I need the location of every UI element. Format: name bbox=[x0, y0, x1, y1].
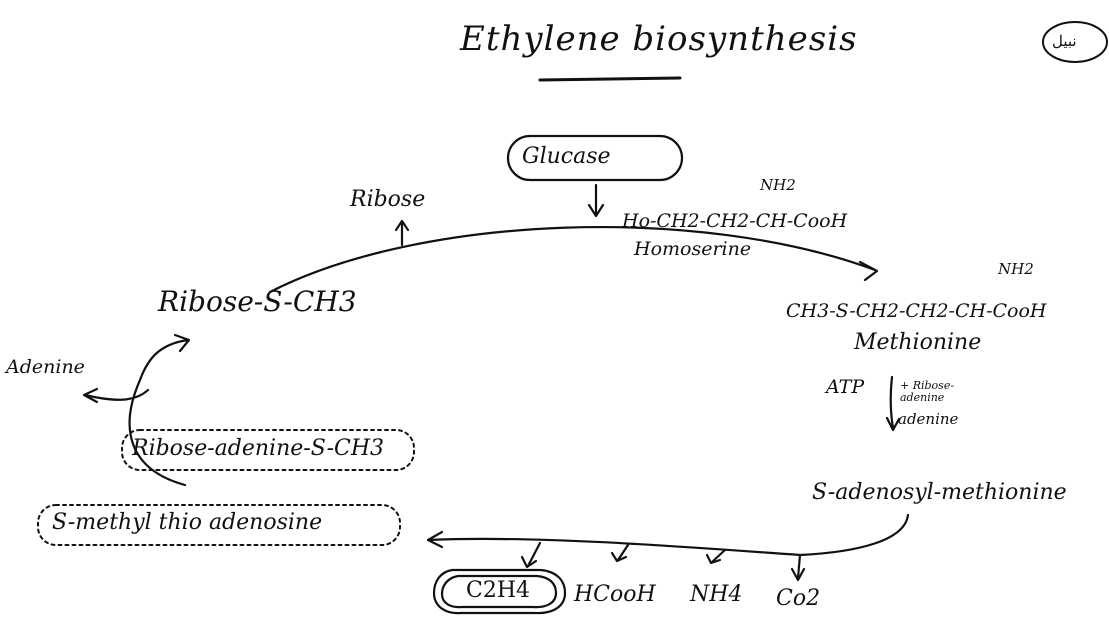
adenine-arrow bbox=[83, 388, 150, 401]
s-methyl-thio-adenosine-label: S-methyl thio adenosine bbox=[52, 510, 323, 535]
nh4-label: NH4 bbox=[690, 582, 743, 607]
ribose-released-label: Ribose bbox=[350, 187, 426, 212]
branch-c2h4 bbox=[526, 541, 542, 568]
methionine-name: Methionine bbox=[854, 330, 982, 355]
ethylene-box-inner bbox=[440, 574, 558, 609]
ribose-adenine-box bbox=[121, 429, 415, 471]
sam-curve bbox=[798, 513, 910, 557]
ribose-s-ch3-label: Ribose-S-CH3 bbox=[158, 285, 357, 318]
homoserine-name: Homoserine bbox=[634, 238, 752, 260]
methionine-formula: CH3-S-CH2-CH2-CH-CooH bbox=[786, 300, 1047, 322]
atp-label: ATP bbox=[826, 376, 865, 398]
left-cycle-curve bbox=[128, 338, 190, 487]
glucose-label: Glucase bbox=[522, 144, 611, 169]
atp-arrow bbox=[889, 375, 895, 430]
glucose-box bbox=[506, 134, 684, 182]
smta-box bbox=[37, 504, 401, 546]
corner-signature: نبيل bbox=[1052, 32, 1077, 50]
main-arc bbox=[268, 226, 877, 294]
ethylene-box-outer bbox=[432, 568, 567, 615]
hcooh-label: HCooH bbox=[574, 582, 656, 607]
ribose-adenine-s-ch3-label: Ribose-adenine-S-CH3 bbox=[132, 436, 385, 461]
homoserine-formula: Ho-CH2-CH2-CH-CooH bbox=[622, 210, 848, 232]
methionine-nh2: NH2 bbox=[998, 260, 1034, 278]
branch-co2 bbox=[796, 553, 802, 580]
ribose-adenine-side-label: + Ribose-adenine bbox=[900, 379, 955, 404]
adenine-side-label: adenine bbox=[898, 410, 959, 428]
sam-label: S-adenosyl-methionine bbox=[812, 480, 1067, 505]
branch-nh4 bbox=[710, 548, 727, 564]
page-title: Ethylene biosynthesis bbox=[460, 19, 858, 59]
adenine-label: Adenine bbox=[6, 356, 85, 378]
homoserine-nh2: NH2 bbox=[760, 176, 796, 194]
co2-label: Co2 bbox=[776, 586, 821, 611]
ethylene-label: C2H4 bbox=[466, 578, 531, 603]
bottom-arc bbox=[426, 537, 802, 557]
branch-hcooh bbox=[616, 543, 630, 562]
corner-seal bbox=[1042, 21, 1108, 63]
title-underline bbox=[538, 76, 682, 82]
